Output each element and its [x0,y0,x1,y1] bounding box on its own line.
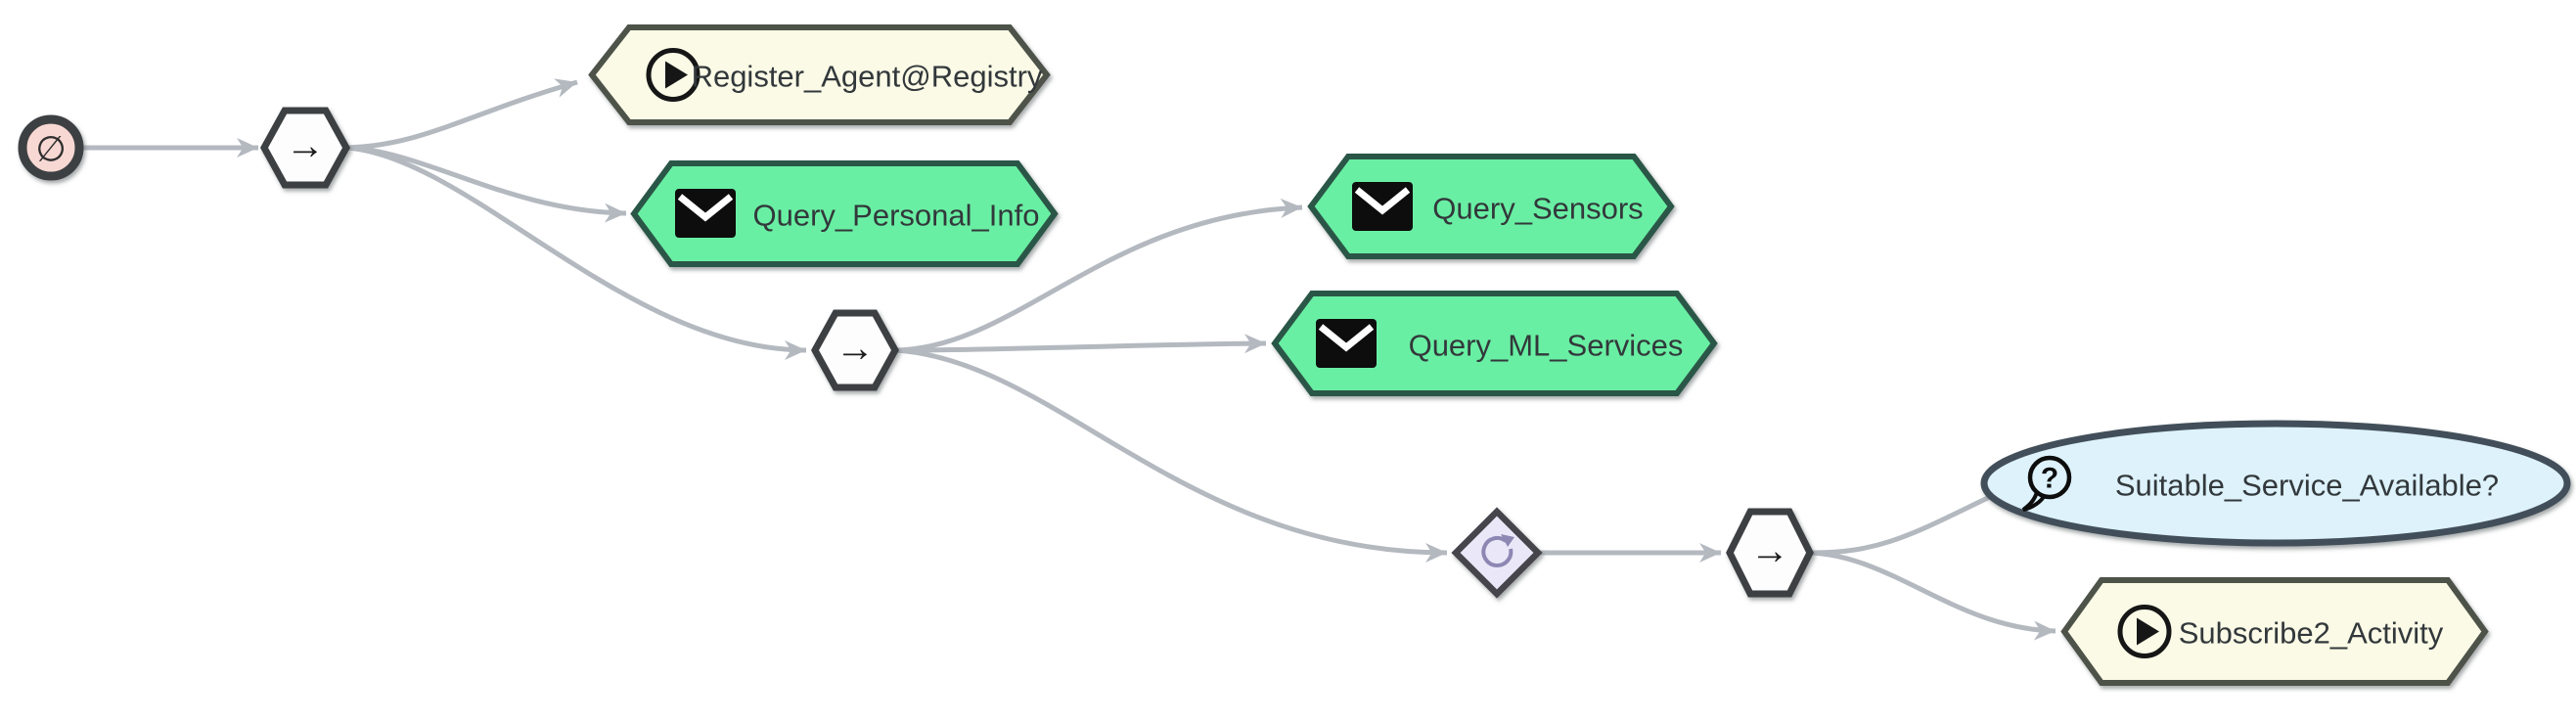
sequence-node-3[interactable]: → [1726,508,1814,598]
edge-seq2-query-sensors [894,198,1303,353]
node-query-personal-info[interactable]: Query_Personal_Info [630,160,1059,267]
node-subscribe2-activity[interactable]: Subscribe2_Activity [2060,577,2489,686]
start-node[interactable]: ∅ [18,114,84,181]
sequence-node-2[interactable]: → [811,309,899,391]
svg-text:?: ? [2041,463,2058,495]
edge-seq3-suitable-service [1809,490,2000,556]
node-label: Suitable_Service_Available? [2115,469,2499,503]
circular-arrow-icon [1481,534,1514,567]
node-label: Register_Agent@Registry [692,60,1043,94]
edge-seq2-query-ml-services [894,334,1267,354]
play-circle-icon [646,48,700,102]
envelope-icon [1316,319,1377,368]
arrow-right-icon: → [286,124,325,167]
edges [82,78,2056,641]
play-circle-icon [2117,605,2172,658]
sequence-node-1[interactable]: → [260,107,350,189]
edge-seq2-loop [894,347,1448,563]
edge-seq1-seq2 [345,145,807,360]
node-label: Query_Sensors [1432,192,1643,226]
envelope-icon [1352,182,1413,231]
arrow-right-icon: → [836,327,875,370]
node-query-sensors[interactable]: Query_Sensors [1307,154,1675,259]
node-suitable-service-available[interactable]: ? Suitable_Service_Available? [1980,420,2571,547]
edge-seq3-subscribe2-activity [1809,550,2056,641]
question-bubble-icon: ? [2021,455,2072,512]
envelope-icon [675,189,736,238]
node-query-ml-services[interactable]: Query_ML_Services [1271,291,1718,396]
edge-seq1-register-agent [345,78,578,151]
arrow-right-icon: → [1750,529,1789,572]
loop-node[interactable] [1451,507,1543,599]
empty-set-icon: ∅ [35,129,66,169]
node-label: Query_Personal_Info [753,199,1040,233]
node-label: Subscribe2_Activity [2179,616,2444,651]
node-label: Query_ML_Services [1409,329,1684,363]
node-register-agent[interactable]: Register_Agent@Registry [588,24,1051,125]
